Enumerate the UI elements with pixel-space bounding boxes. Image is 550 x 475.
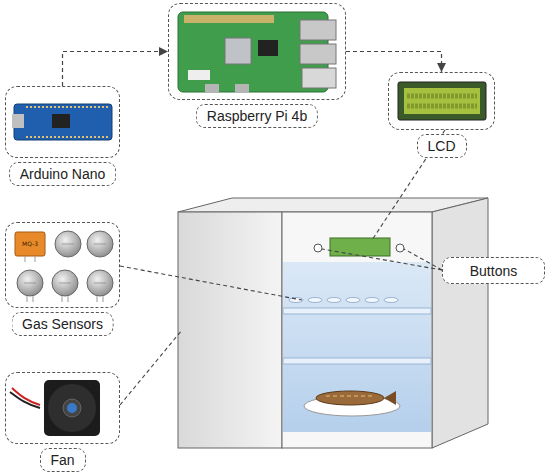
cabinet bbox=[178, 198, 488, 448]
part-marking: MQ-3 bbox=[15, 240, 45, 247]
logo-area bbox=[188, 70, 210, 80]
hdmi-port bbox=[205, 84, 219, 93]
pin-row bbox=[26, 106, 110, 108]
component-label: Raspberry Pi 4b bbox=[196, 104, 318, 128]
gas-sensor bbox=[17, 270, 43, 296]
leader-line bbox=[120, 266, 302, 300]
cabinet-opening bbox=[282, 212, 432, 448]
usb-port bbox=[300, 20, 336, 40]
component-group: Fan bbox=[5, 372, 120, 444]
cabinet-right-side bbox=[432, 198, 488, 448]
gas-sensor bbox=[87, 270, 113, 296]
component-label: LCD bbox=[416, 134, 466, 158]
sensor-pins bbox=[25, 256, 103, 302]
fan-blades bbox=[48, 384, 96, 432]
shelf bbox=[283, 308, 431, 314]
component-label: Arduino Nano bbox=[9, 162, 117, 186]
chamber-tint bbox=[283, 262, 431, 432]
arrow-head bbox=[437, 63, 446, 72]
raspberry-pi-board bbox=[178, 12, 336, 93]
char-row bbox=[407, 94, 477, 99]
fish-tail bbox=[384, 391, 396, 405]
ram-chip bbox=[258, 40, 278, 56]
pin-row bbox=[26, 136, 110, 138]
ethernet-port bbox=[302, 68, 336, 88]
char-row bbox=[407, 104, 477, 109]
lcd-screen bbox=[404, 88, 480, 114]
label-box: Buttons bbox=[442, 257, 545, 284]
mcu-chip bbox=[52, 114, 70, 128]
connector bbox=[346, 52, 446, 73]
leader-line bbox=[120, 330, 182, 405]
garnish bbox=[326, 395, 372, 396]
hdmi-port bbox=[235, 84, 249, 93]
arrow-head bbox=[159, 47, 168, 56]
fan-frame bbox=[44, 380, 100, 436]
component-group: Arduino Nano bbox=[5, 86, 120, 158]
usb-port bbox=[300, 44, 336, 64]
leader-line bbox=[404, 249, 442, 270]
sensor-holes bbox=[289, 298, 398, 303]
cabinet-button bbox=[396, 244, 404, 252]
gas-sensor bbox=[87, 231, 113, 257]
cabinet-button bbox=[314, 244, 322, 252]
sensor-mesh bbox=[24, 244, 106, 283]
leader-lines bbox=[120, 130, 445, 405]
component-group: LCD bbox=[388, 72, 495, 130]
fish bbox=[316, 391, 384, 405]
fan-wire bbox=[10, 392, 40, 408]
gas-sensor-set bbox=[15, 231, 113, 302]
connector-line bbox=[346, 52, 442, 73]
cabinet-lcd bbox=[330, 238, 390, 256]
lcd-module bbox=[398, 82, 486, 120]
pcb bbox=[14, 104, 112, 140]
cooling-fan bbox=[10, 380, 100, 436]
component-group: Gas Sensors bbox=[5, 222, 120, 308]
gas-sensor bbox=[52, 270, 78, 296]
component-group: Raspberry Pi 4b bbox=[168, 3, 346, 100]
component-label: Buttons bbox=[470, 263, 517, 279]
component-label: Fan bbox=[39, 448, 85, 472]
arduino-nano-board bbox=[12, 104, 112, 140]
gpio-header bbox=[184, 15, 274, 23]
gas-sensor bbox=[55, 231, 81, 257]
usb-port bbox=[12, 114, 24, 128]
fan-sticker bbox=[67, 403, 77, 413]
component-label: Gas Sensors bbox=[11, 312, 114, 336]
fan-hub bbox=[63, 399, 81, 417]
connector-line bbox=[63, 52, 169, 87]
connector bbox=[63, 47, 169, 86]
lcd-frame bbox=[398, 82, 486, 120]
leader-line bbox=[322, 249, 442, 270]
cabinet-left-panel bbox=[178, 212, 282, 448]
mq3-sensor bbox=[15, 232, 45, 256]
soc-chip bbox=[225, 38, 251, 64]
shelf bbox=[283, 358, 431, 364]
